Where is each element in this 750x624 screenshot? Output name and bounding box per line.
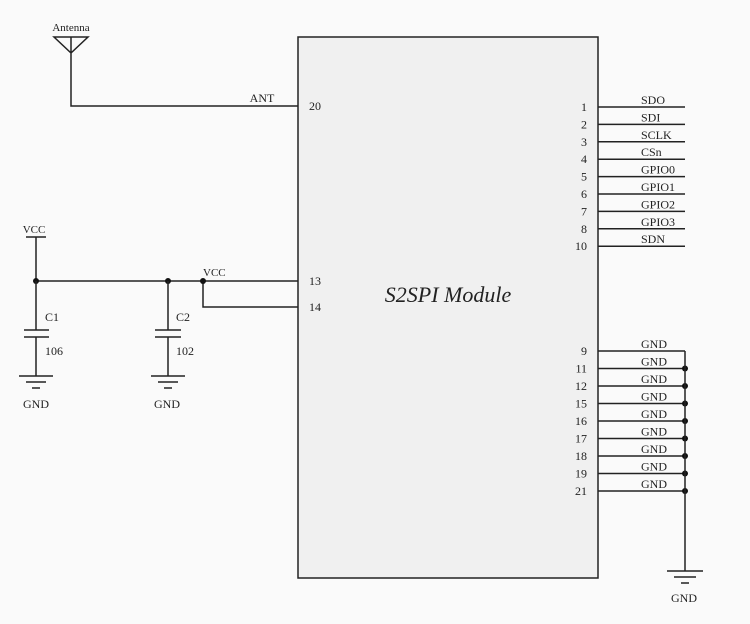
pin-number: 18 [575,449,587,463]
antenna: Antenna ANT 20 [52,22,321,113]
pin-1: 1 SDO [581,93,685,114]
signal-pins: 1 SDO 2 SDI 3 SCLK 4 CSn 5 GPIO0 6 GPIO1 7 GPIO2 8 GPIO… [575,93,685,253]
net-label: GND [641,460,667,474]
ant-net-label: ANT [250,91,275,105]
net-label: GND [641,355,667,369]
pin-number: 1 [581,100,587,114]
pin-13-number: 13 [309,274,321,288]
net-label: GND [641,390,667,404]
gnd-bus: GND [667,351,703,605]
pin-number: 7 [581,204,587,218]
pin-7: 7 GPIO2 [581,197,685,218]
net-label: SDO [641,93,665,107]
pin-15: 15 GND [575,390,688,411]
net-label: GND [641,477,667,491]
pin-number: 12 [575,379,587,393]
c2-gnd-label: GND [154,397,180,411]
pin-number: 19 [575,467,587,481]
ground-icon [151,375,185,389]
antenna-icon [52,36,298,107]
pin-18: 18 GND [575,442,688,463]
junction-dot [200,278,206,284]
c2-value: 102 [176,344,194,358]
pin-number: 9 [581,344,587,358]
c1-value: 106 [45,344,63,358]
ground-icon [19,375,53,389]
net-label: GPIO0 [641,163,675,177]
vcc-node-label: VCC [203,267,226,279]
antenna-label: Antenna [52,22,89,34]
pin-number: 17 [575,432,587,446]
pin14-wire [202,281,298,308]
c1-ref: C1 [45,310,59,324]
net-label: SDI [641,110,660,124]
pin-number: 10 [575,239,587,253]
pin-number: 15 [575,397,587,411]
pin-5: 5 GPIO0 [581,163,685,184]
net-label: SCLK [641,128,672,142]
net-label: GND [641,425,667,439]
pin-number: 8 [581,222,587,236]
net-label: GPIO2 [641,197,675,211]
power-network: VCC VCC 13 14 C1 106 GND C2 102 [19,224,321,411]
net-label: GND [641,372,667,386]
pin-number: 11 [575,362,587,376]
net-label: GND [641,442,667,456]
module: S2SPI Module [297,36,599,579]
net-label: GPIO3 [641,215,675,229]
pin-21: 21 GND [575,477,688,498]
pin-number: 3 [581,135,587,149]
net-label: SDN [641,232,665,246]
pin-16: 16 GND [575,407,688,428]
pin-17: 17 GND [575,425,688,446]
net-label: GND [641,407,667,421]
module-box [297,36,599,579]
pin-number: 4 [581,152,587,166]
pin-3: 3 SCLK [581,128,685,149]
pin-12: 12 GND [575,372,688,393]
pin-9: 9 GND [581,337,685,358]
c1-gnd-label: GND [23,397,49,411]
module-title: S2SPI Module [385,282,512,307]
pin-4: 4 CSn [581,145,685,166]
net-label: GPIO1 [641,180,675,194]
pin-8: 8 GPIO3 [581,215,685,236]
c2-ref: C2 [176,310,190,324]
gnd-bus-label: GND [671,591,697,605]
net-label: CSn [641,145,662,159]
capacitor-c1: C1 106 GND [19,281,63,411]
pin-20-number: 20 [309,99,321,113]
pin-number: 6 [581,187,587,201]
pin-number: 16 [575,414,587,428]
pin-14-number: 14 [309,300,321,314]
pin-number: 21 [575,484,587,498]
vcc-label: VCC [23,224,46,236]
pin-2: 2 SDI [581,110,685,131]
pin-10: 10 SDN [575,232,685,253]
ground-icon [667,570,703,584]
capacitor-c2: C2 102 GND [151,281,194,411]
net-label: GND [641,337,667,351]
pin-number: 2 [581,117,587,131]
pin-number: 5 [581,170,587,184]
pin-6: 6 GPIO1 [581,180,685,201]
pin-19: 19 GND [575,460,688,481]
